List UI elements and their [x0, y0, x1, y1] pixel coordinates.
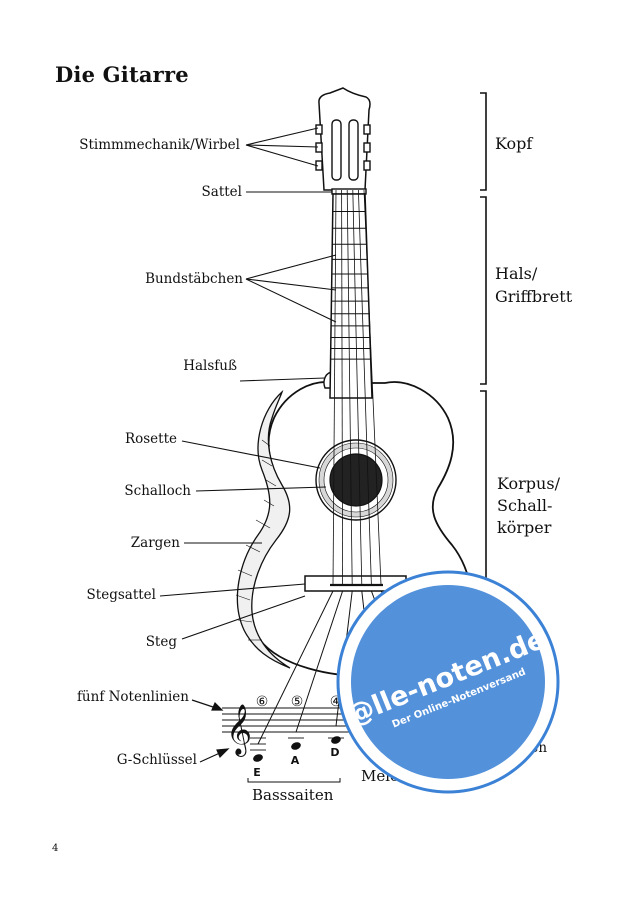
guitar-string — [341, 189, 344, 586]
body-side-hatching — [235, 439, 277, 641]
label-halsfuss: Halsfuß — [183, 358, 237, 374]
section-brackets — [480, 92, 487, 661]
label-rosette: Rosette — [125, 431, 177, 447]
headstock-slot-right — [348, 119, 359, 181]
note-letter: E — [253, 766, 261, 779]
note-letter: D — [330, 746, 339, 759]
guitar-string — [352, 189, 363, 586]
string-to-note-line — [257, 590, 334, 745]
section-hals-line2: Griffbrett — [495, 287, 573, 306]
string-group-brackets — [247, 778, 341, 783]
label-schluessel: G-Schlüssel — [117, 752, 197, 768]
tuning-pegs — [315, 124, 371, 171]
frets — [330, 211, 371, 360]
g-clef-icon: 𝄞 — [226, 704, 252, 757]
label-steg: Steg — [146, 634, 178, 650]
strings — [332, 189, 382, 586]
string-to-note-line — [295, 590, 344, 733]
section-korpus-line1: Korpus/ — [497, 474, 561, 493]
watermark-stamp: @lle-noten.de Der Online-Notenversand — [336, 570, 560, 794]
guitar-string — [332, 189, 337, 586]
label-schalloch: Schalloch — [124, 483, 191, 499]
note-letter: A — [291, 754, 300, 767]
label-stegsattel: Stegsattel — [87, 587, 156, 603]
guitar-string — [346, 189, 353, 586]
sound-hole — [329, 453, 383, 507]
headstock-slot-left — [331, 119, 342, 181]
string-number-6: ⑥ — [256, 694, 269, 710]
section-korpus-line3: körper — [497, 518, 552, 537]
guitar-string — [363, 189, 382, 586]
section-korpus-line2: Schall- — [497, 496, 552, 515]
page-title: Die Gitarre — [55, 62, 189, 87]
label-stimmmechanik: Stimmmechanik/Wirbel — [79, 137, 240, 153]
label-zargen: Zargen — [131, 535, 181, 551]
string-number-5: ⑤ — [291, 694, 304, 710]
note-head — [331, 736, 341, 744]
body-side — [236, 389, 291, 669]
headstock — [318, 87, 371, 191]
section-hals-line1: Hals/ — [495, 264, 538, 283]
fingerboard — [329, 193, 373, 399]
arrows-left — [191, 699, 230, 763]
pointer-lines — [159, 127, 337, 640]
label-sattel: Sattel — [202, 184, 242, 200]
guitar-string — [358, 189, 372, 586]
note-head — [291, 742, 301, 750]
section-kopf: Kopf — [495, 134, 533, 153]
page-number: 4 — [52, 843, 59, 854]
label-basssaiten: Basssaiten — [252, 786, 334, 804]
label-bundstaebchen: Bundstäbchen — [145, 271, 243, 287]
note-head — [253, 754, 263, 762]
label-notenlinien: fünf Notenlinien — [77, 689, 189, 705]
